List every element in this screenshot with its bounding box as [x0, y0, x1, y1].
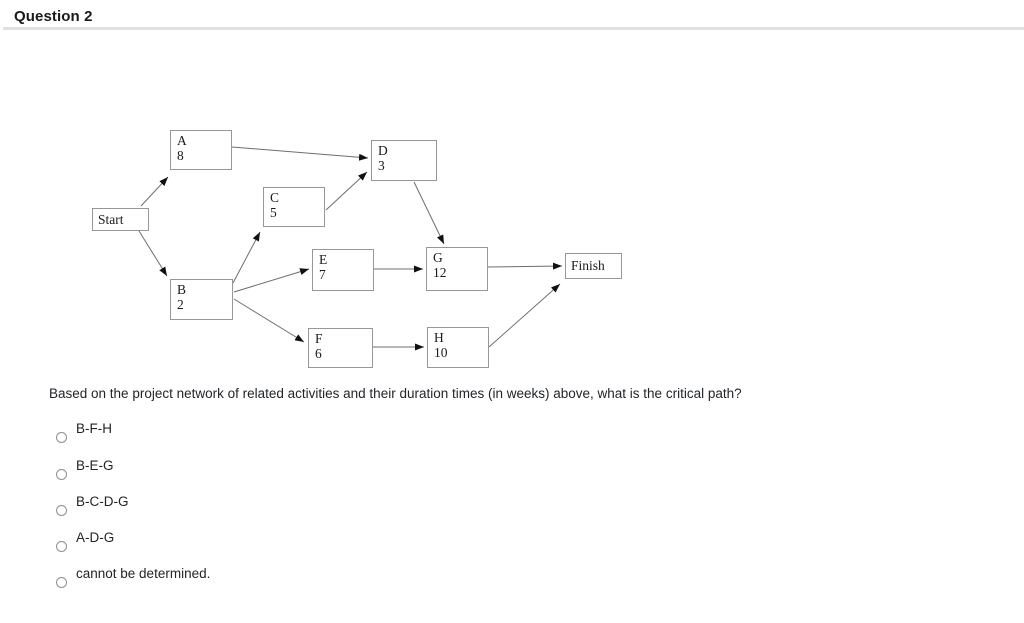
radio-button-2[interactable]	[56, 469, 67, 480]
diagram-node-F: F 6	[308, 328, 373, 368]
edge-a-d	[231, 146, 369, 161]
diagram-node-finish: Finish	[565, 253, 622, 279]
edge-b-f	[233, 298, 305, 343]
node-B-duration: 2	[177, 297, 184, 312]
question-text: Based on the project network of related …	[49, 386, 742, 401]
node-E-label: E	[319, 252, 328, 267]
edge-start-b	[138, 230, 168, 277]
node-G-duration: 12	[433, 265, 447, 280]
node-E-duration: 7	[319, 267, 326, 282]
node-F-label: F	[315, 331, 323, 346]
option-label-2[interactable]: B-E-G	[76, 458, 114, 473]
option-label-3[interactable]: B-C-D-G	[76, 494, 129, 509]
node-G-label: G	[433, 250, 443, 265]
divider	[3, 27, 1024, 30]
node-A-label: A	[177, 133, 187, 148]
diagram-node-B: B 2	[170, 279, 233, 320]
option-label-1[interactable]: B-F-H	[76, 421, 112, 436]
node-C-label: C	[270, 190, 280, 205]
node-finish-label: Finish	[571, 258, 605, 273]
node-D-label: D	[378, 143, 388, 158]
radio-button-1[interactable]	[56, 432, 67, 443]
option-row-1[interactable]: B-F-H	[56, 420, 112, 443]
edge-h-finish	[488, 283, 561, 348]
diagram-node-H: H 10	[427, 327, 489, 368]
edge-g-finish	[487, 262, 563, 270]
edge-c-d	[325, 171, 368, 211]
radio-button-4[interactable]	[56, 541, 67, 552]
question-title: Question 2	[14, 8, 93, 25]
diagram-node-G: G 12	[426, 247, 488, 291]
node-H-duration: 10	[434, 345, 448, 360]
radio-button-3[interactable]	[56, 505, 67, 516]
diagram-node-start: Start	[92, 208, 149, 231]
node-start-label: Start	[98, 211, 124, 227]
option-row-3[interactable]: B-C-D-G	[56, 493, 129, 516]
diagram-node-D: D 3	[371, 140, 437, 181]
diagram-node-E: E 7	[312, 249, 374, 291]
node-D-duration: 3	[378, 158, 385, 173]
option-row-2[interactable]: B-E-G	[56, 457, 114, 480]
edge-d-g	[413, 181, 445, 245]
node-A-duration: 8	[177, 148, 184, 163]
option-row-4[interactable]: A-D-G	[56, 529, 114, 552]
node-C-duration: 5	[270, 205, 277, 220]
node-H-label: H	[434, 330, 444, 345]
diagram-node-C: C 5	[263, 187, 325, 227]
option-label-5[interactable]: cannot be determined.	[76, 566, 211, 581]
edge-b-e	[233, 268, 310, 293]
edge-b-c	[232, 231, 261, 284]
node-F-duration: 6	[315, 346, 322, 361]
radio-button-5[interactable]	[56, 577, 67, 588]
option-row-5[interactable]: cannot be determined.	[56, 565, 210, 588]
option-label-4[interactable]: A-D-G	[76, 530, 115, 545]
node-B-label: B	[177, 282, 187, 297]
edge-start-a	[140, 176, 169, 207]
diagram-node-A: A 8	[170, 130, 232, 170]
